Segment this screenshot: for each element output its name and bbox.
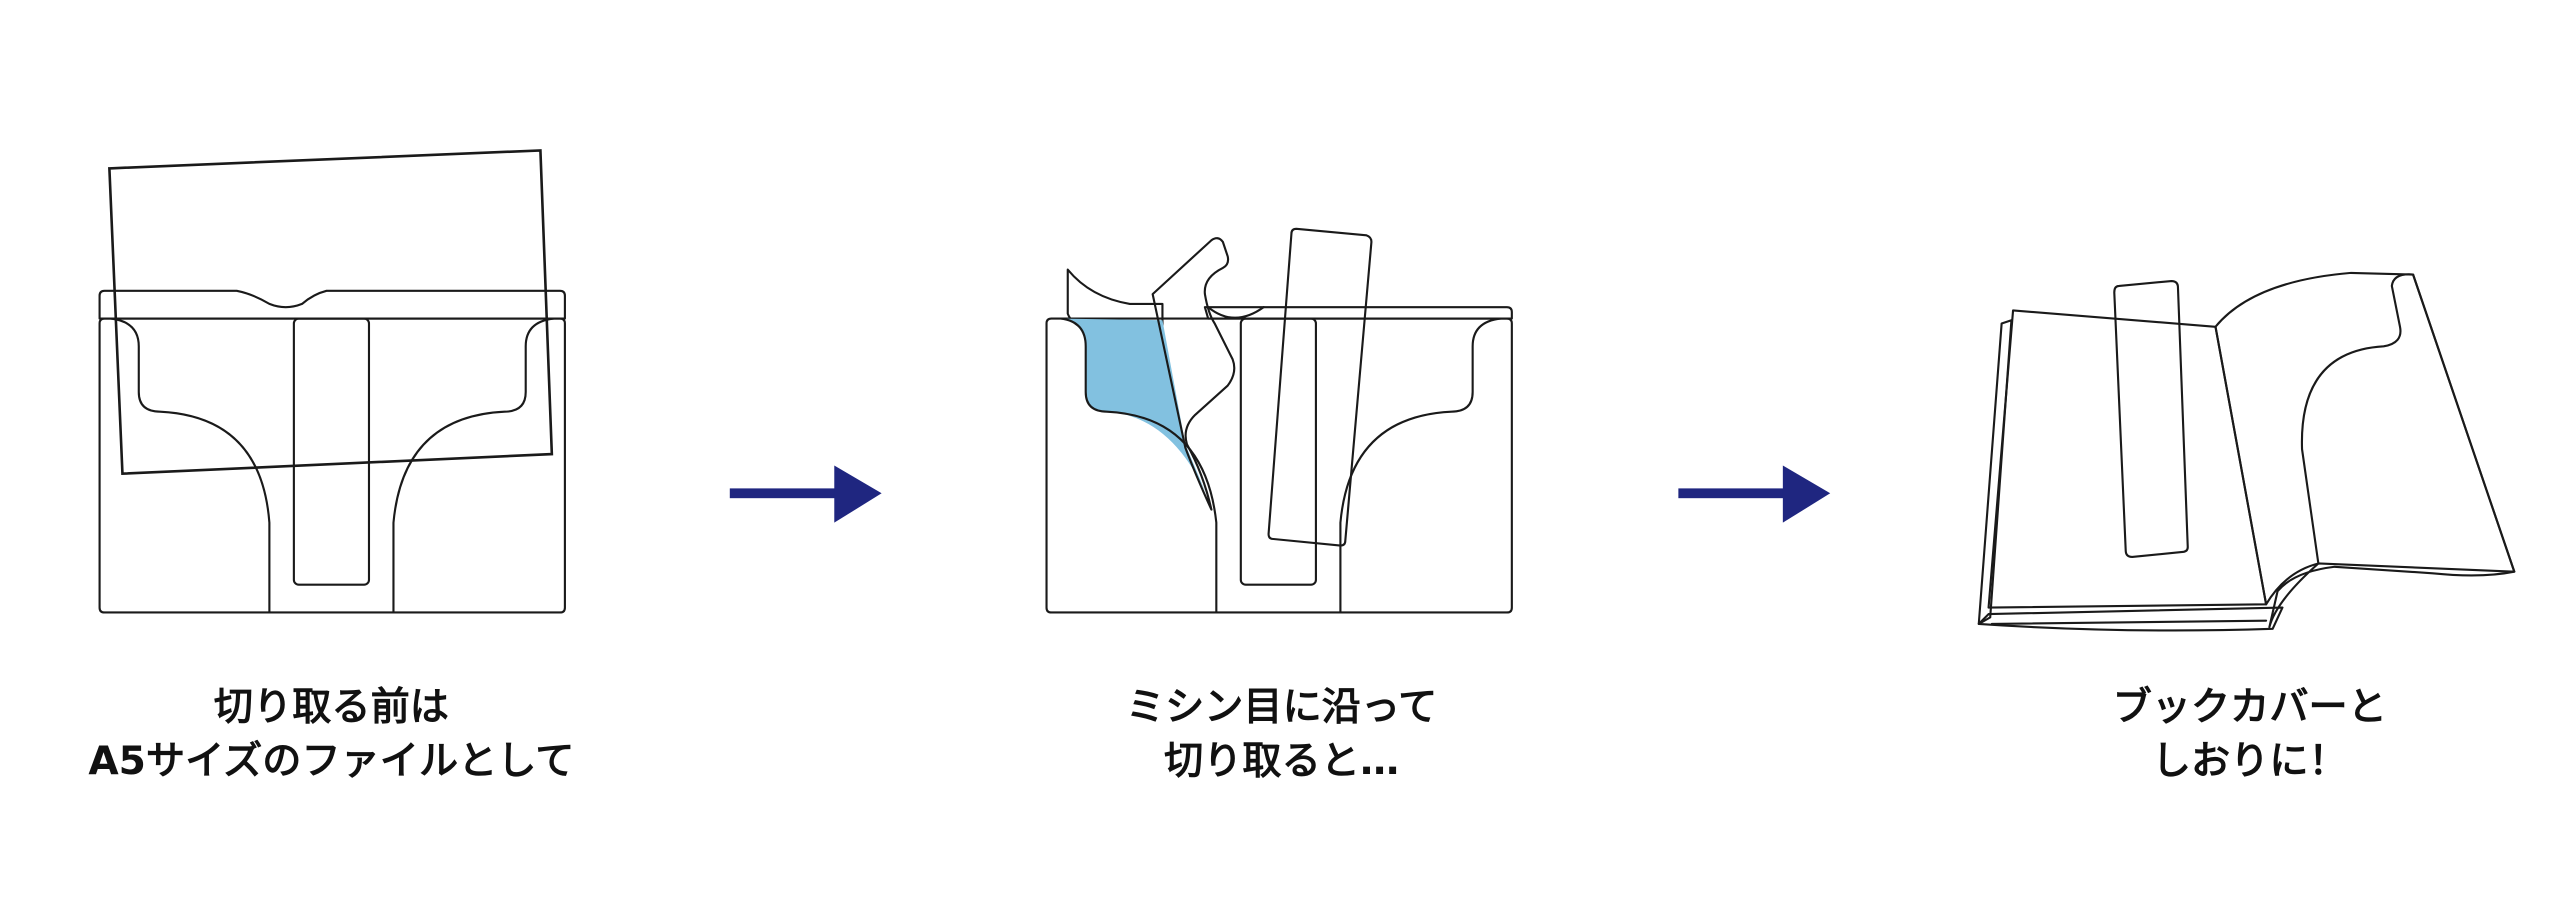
bookmark [2113, 279, 2189, 559]
file-back-flap [98, 289, 566, 320]
step1-caption-line2: A5サイズのファイルとして [88, 739, 574, 784]
step3-caption-line1: ブックカバーと [2113, 685, 2387, 730]
step2-caption-line1: ミシン目に沿って [1126, 685, 1437, 730]
torn-piece [1151, 237, 1236, 511]
file-front-pocket [1045, 317, 1513, 614]
book-right-page [2214, 271, 2516, 606]
paper-sheet [108, 149, 554, 476]
bookmark-piece [1267, 227, 1373, 547]
step2-caption-line2: 切り取ると… [1164, 739, 1399, 784]
book-cover-flap [2268, 273, 2516, 629]
arrow-right-icon [1678, 465, 1831, 523]
bookmark-perforation [292, 317, 371, 586]
step1-caption-line1: 切り取る前は [214, 685, 449, 730]
step3-caption-line2: しおりに！ [2152, 739, 2348, 784]
file-front-pocket [98, 317, 566, 614]
step3-bookcover-illustration [1977, 271, 2516, 632]
step2-tearing-illustration [1045, 227, 1513, 614]
step1-file-illustration [98, 149, 566, 614]
arrow-right-icon [729, 465, 882, 523]
book-left-pages [1987, 309, 2268, 609]
